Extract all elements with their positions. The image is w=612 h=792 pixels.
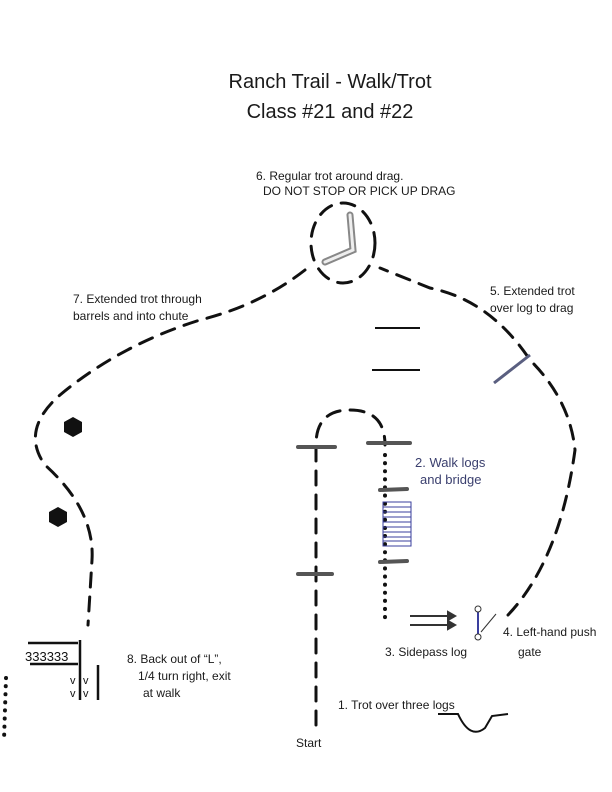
route-exit-dotted bbox=[2, 676, 8, 742]
label-8-line-2: 1/4 turn right, exit bbox=[138, 669, 231, 683]
drag-icon bbox=[321, 211, 357, 266]
label-3: 3. Sidepass log bbox=[385, 645, 467, 659]
label-7-line-2: barrels and into chute bbox=[73, 309, 189, 323]
label-5-line-2: over log to drag bbox=[490, 301, 573, 315]
route-start-to-logs bbox=[314, 408, 387, 727]
log bbox=[378, 559, 409, 564]
gate-icon bbox=[474, 605, 497, 641]
title-line-1: Ranch Trail - Walk/Trot bbox=[229, 71, 432, 93]
svg-text:v: v bbox=[83, 675, 89, 687]
label-8-line-3: at walk bbox=[143, 686, 181, 700]
label-6-line-1: 6. Regular trot around drag. bbox=[256, 169, 403, 183]
barrel-icon bbox=[64, 417, 82, 437]
l-chute-icon: 333333 v v v v bbox=[25, 640, 100, 700]
svg-text:v: v bbox=[83, 688, 89, 700]
label-8-line-1: 8. Back out of “L”, bbox=[127, 652, 222, 666]
label-2-line-1: 2. Walk logs bbox=[415, 455, 486, 470]
trot-logs-curve bbox=[438, 713, 509, 733]
route-left-loop bbox=[33, 268, 307, 627]
label-2-line-2: and bridge bbox=[420, 472, 481, 487]
label-5-line-1: 5. Extended trot bbox=[490, 284, 575, 298]
label-7-line-1: 7. Extended trot through bbox=[73, 292, 202, 306]
svg-text:333333: 333333 bbox=[25, 649, 68, 664]
start-label: Start bbox=[296, 736, 322, 750]
svg-text:v: v bbox=[70, 688, 76, 700]
drag-circle-route bbox=[309, 201, 377, 285]
bridge-icon bbox=[382, 501, 412, 547]
svg-text:v: v bbox=[70, 675, 76, 687]
barrel-icon bbox=[49, 507, 67, 527]
sidepass-arrows-icon bbox=[410, 610, 458, 631]
label-4-line-1: 4. Left-hand push bbox=[503, 625, 596, 639]
log bbox=[378, 487, 409, 492]
label-4-line-2: gate bbox=[518, 645, 542, 659]
label-1: 1. Trot over three logs bbox=[338, 698, 455, 712]
title-line-2: Class #21 and #22 bbox=[247, 101, 414, 123]
label-6-line-2: DO NOT STOP OR PICK UP DRAG bbox=[263, 184, 456, 198]
log-obstacle-5 bbox=[493, 353, 531, 385]
route-right-loop bbox=[378, 266, 577, 617]
